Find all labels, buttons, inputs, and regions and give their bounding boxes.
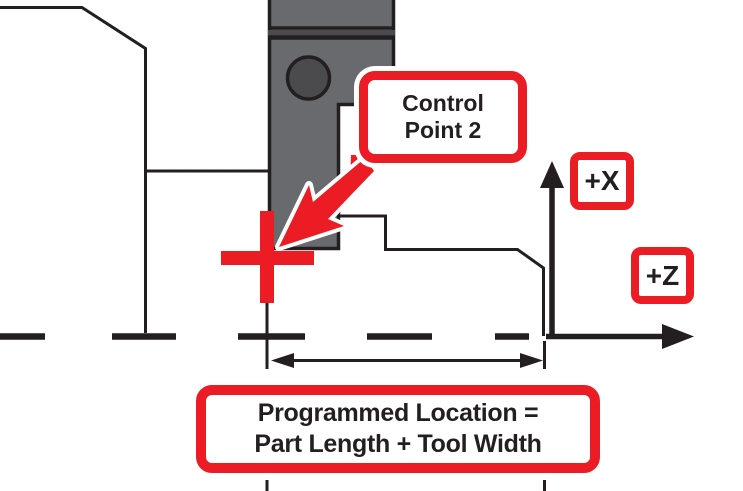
dimension-arrowhead-left-icon: [271, 353, 294, 368]
axis-x-label: +X: [570, 152, 634, 210]
control-point-label-line1: Control: [402, 90, 484, 116]
z-axis-arrow-icon: [662, 324, 694, 349]
callout-arrow: [279, 158, 374, 247]
control-point-label-line2: Point 2: [404, 117, 482, 143]
axis-z-text: +Z: [645, 259, 680, 291]
x-axis-arrow-icon: [540, 161, 564, 188]
programmed-location-label: Programmed Location = Part Length + Tool…: [196, 385, 600, 473]
workpiece-right-profile: [340, 214, 545, 336]
dimension-extension-lines: [265, 303, 546, 491]
workpiece-left-profile: [0, 6, 147, 333]
cross-horizontal-bar: [221, 251, 314, 265]
programmed-location-line2: Part Length + Tool Width: [254, 430, 542, 458]
control-point-label: Control Point 2: [359, 71, 527, 163]
callout-arrow-icon: [275, 151, 388, 251]
tool-screw-icon: [285, 55, 332, 101]
axis-z-label: +Z: [631, 247, 694, 304]
programmed-location-line1: Programmed Location =: [257, 399, 539, 427]
control-point-cross-icon: [221, 211, 314, 303]
axis-x-text: +X: [584, 165, 620, 196]
dimension-arrowhead-right-icon: [520, 353, 543, 368]
tool-clamp-band: [268, 30, 395, 36]
